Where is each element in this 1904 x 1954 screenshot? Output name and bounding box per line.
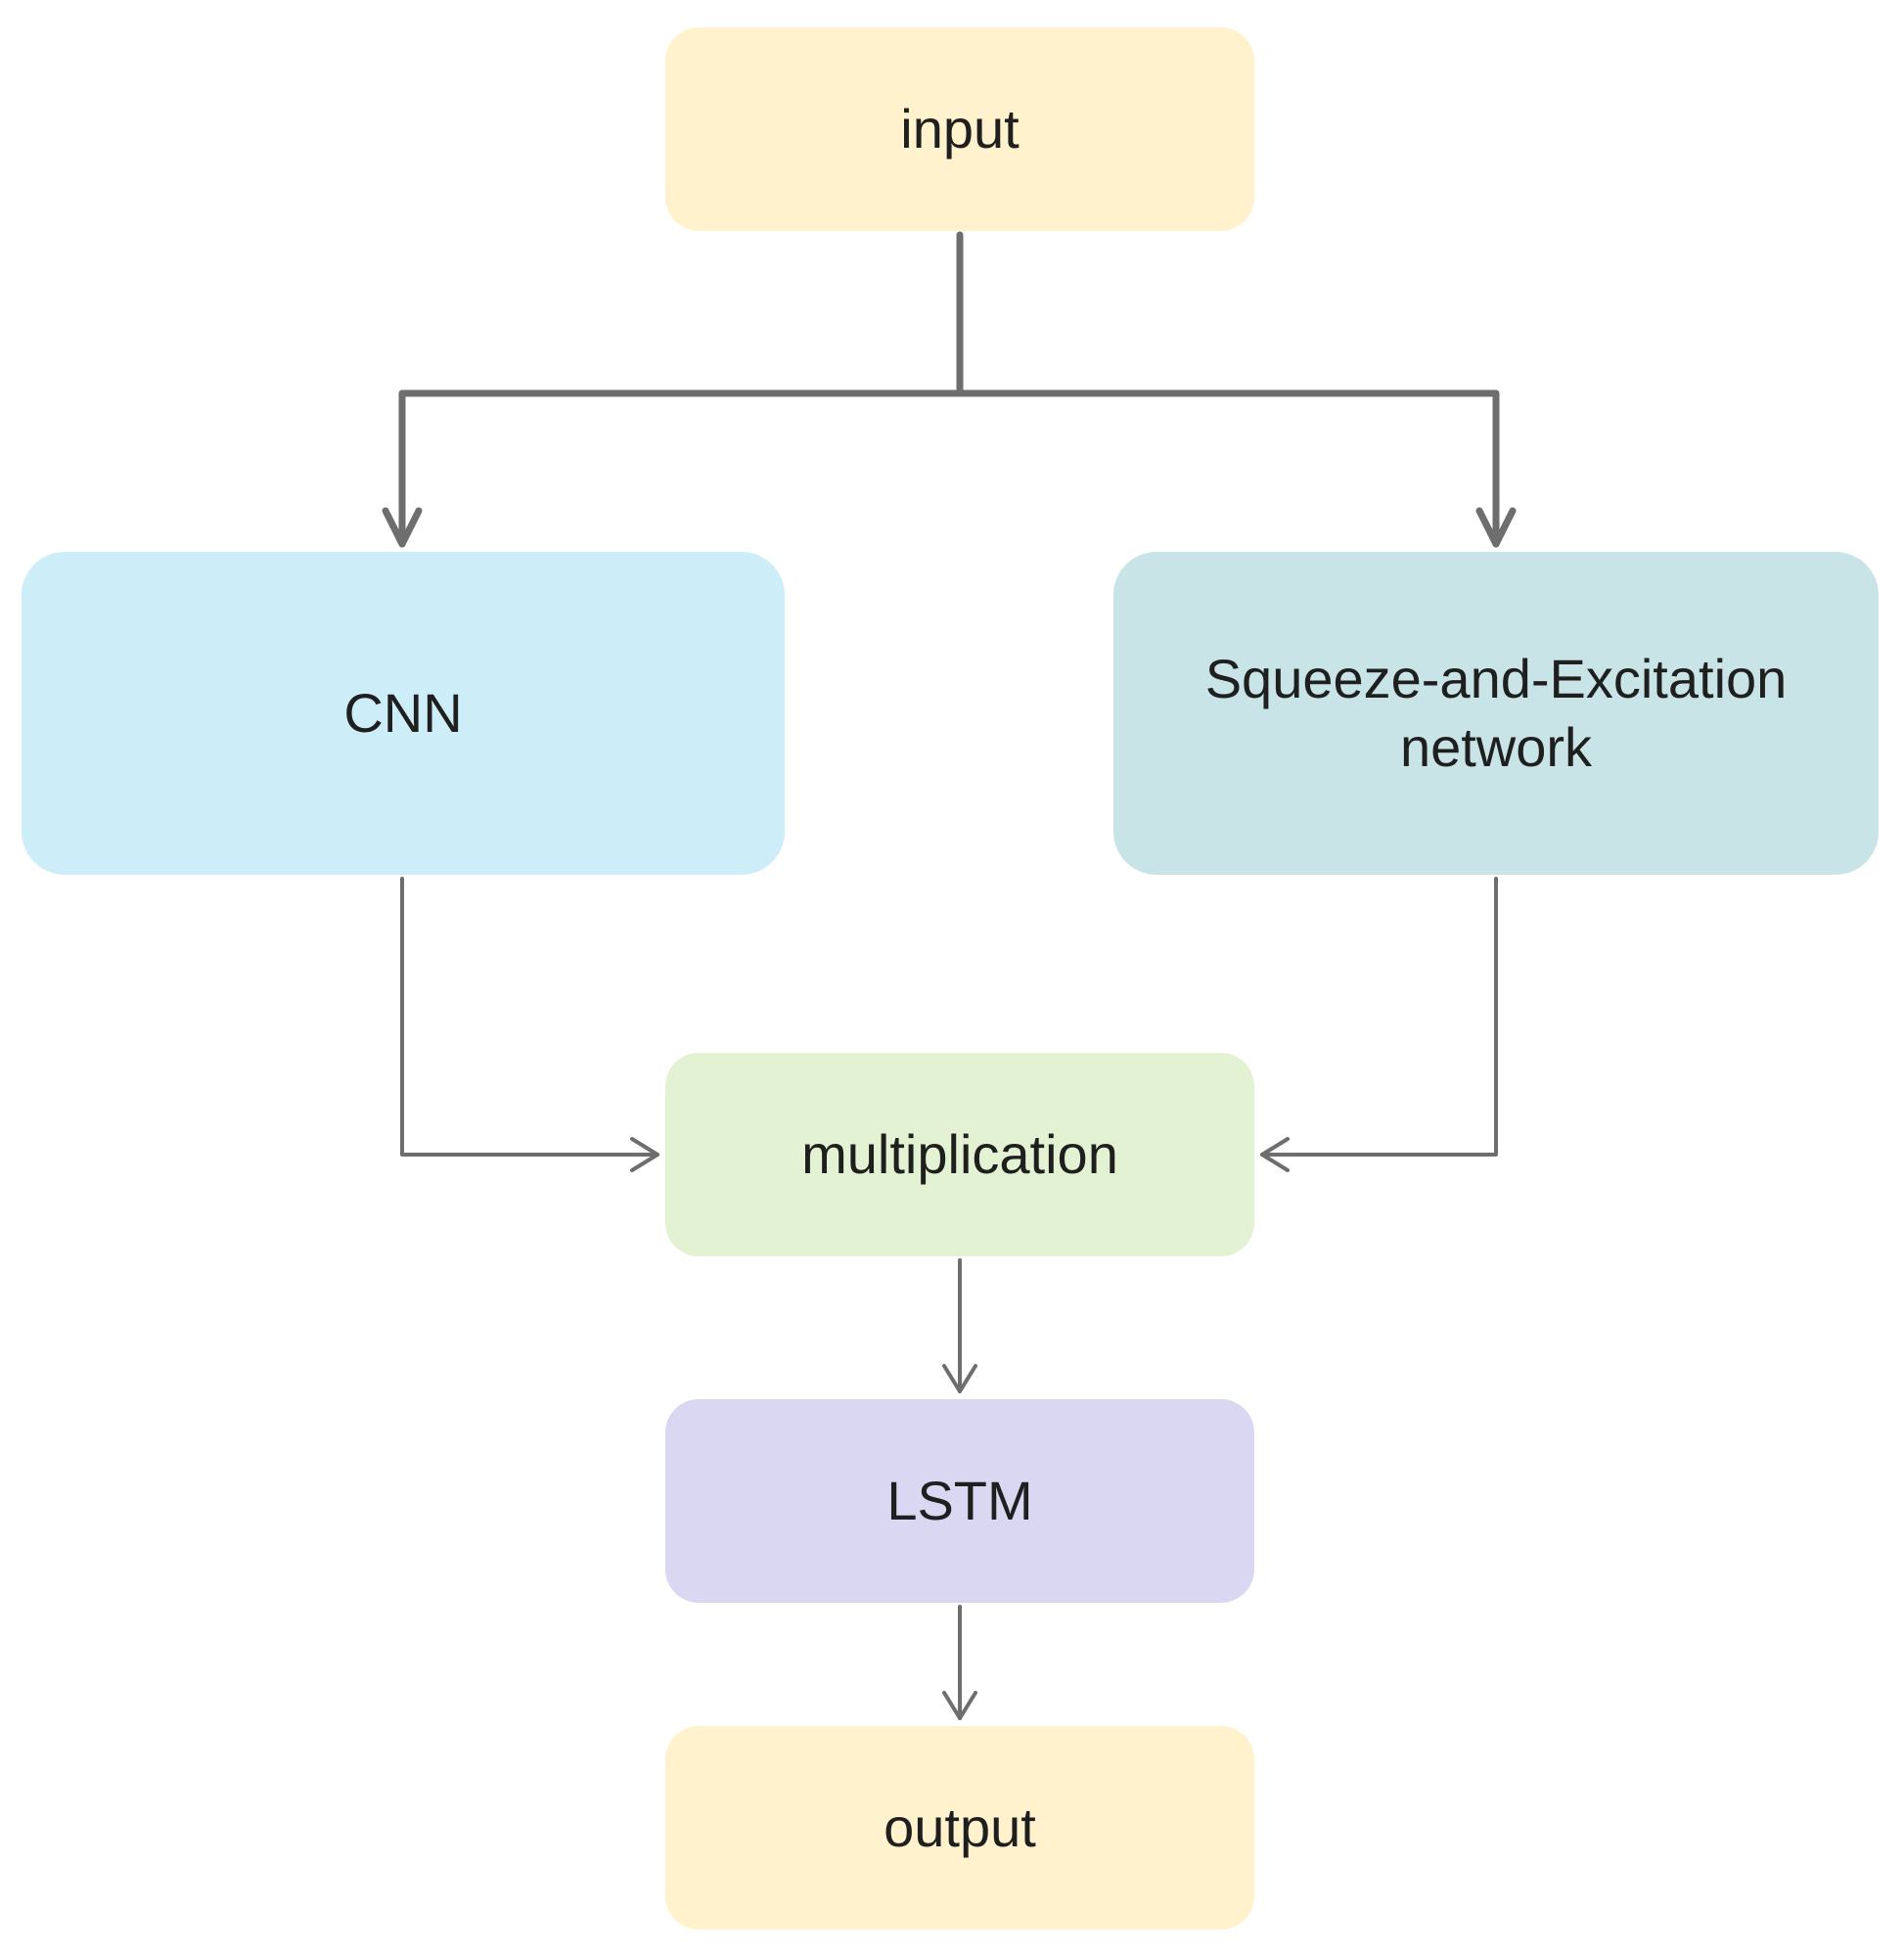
output-label: output bbox=[884, 1796, 1036, 1858]
edge-cnn-multiplication bbox=[400, 877, 659, 1157]
squeeze-excitation-node: Squeeze-and-Excitation network bbox=[1113, 552, 1879, 875]
multiplication-label: multiplication bbox=[801, 1123, 1118, 1185]
input-label: input bbox=[900, 98, 1020, 159]
lstm-node: LSTM bbox=[665, 1399, 1254, 1603]
edge-input-cnn bbox=[398, 231, 964, 548]
arrowhead-cnn bbox=[382, 507, 423, 548]
input-node: input bbox=[665, 27, 1254, 231]
output-node: output bbox=[665, 1726, 1254, 1930]
edge-se-multiplication bbox=[1260, 877, 1498, 1157]
arrowhead-se bbox=[1475, 507, 1517, 548]
cnn-node: CNN bbox=[22, 552, 785, 875]
arrowhead-multiplication-left bbox=[630, 1137, 659, 1172]
arrowhead-lstm bbox=[942, 1364, 977, 1393]
arrowhead-multiplication-right bbox=[1260, 1137, 1290, 1172]
cnn-label: CNN bbox=[343, 682, 463, 744]
arrowhead-output bbox=[942, 1691, 977, 1720]
edge-input-se bbox=[956, 389, 1500, 548]
multiplication-node: multiplication bbox=[665, 1053, 1254, 1256]
squeeze-excitation-label: Squeeze-and-Excitation network bbox=[1204, 648, 1788, 778]
lstm-label: LSTM bbox=[886, 1470, 1033, 1531]
